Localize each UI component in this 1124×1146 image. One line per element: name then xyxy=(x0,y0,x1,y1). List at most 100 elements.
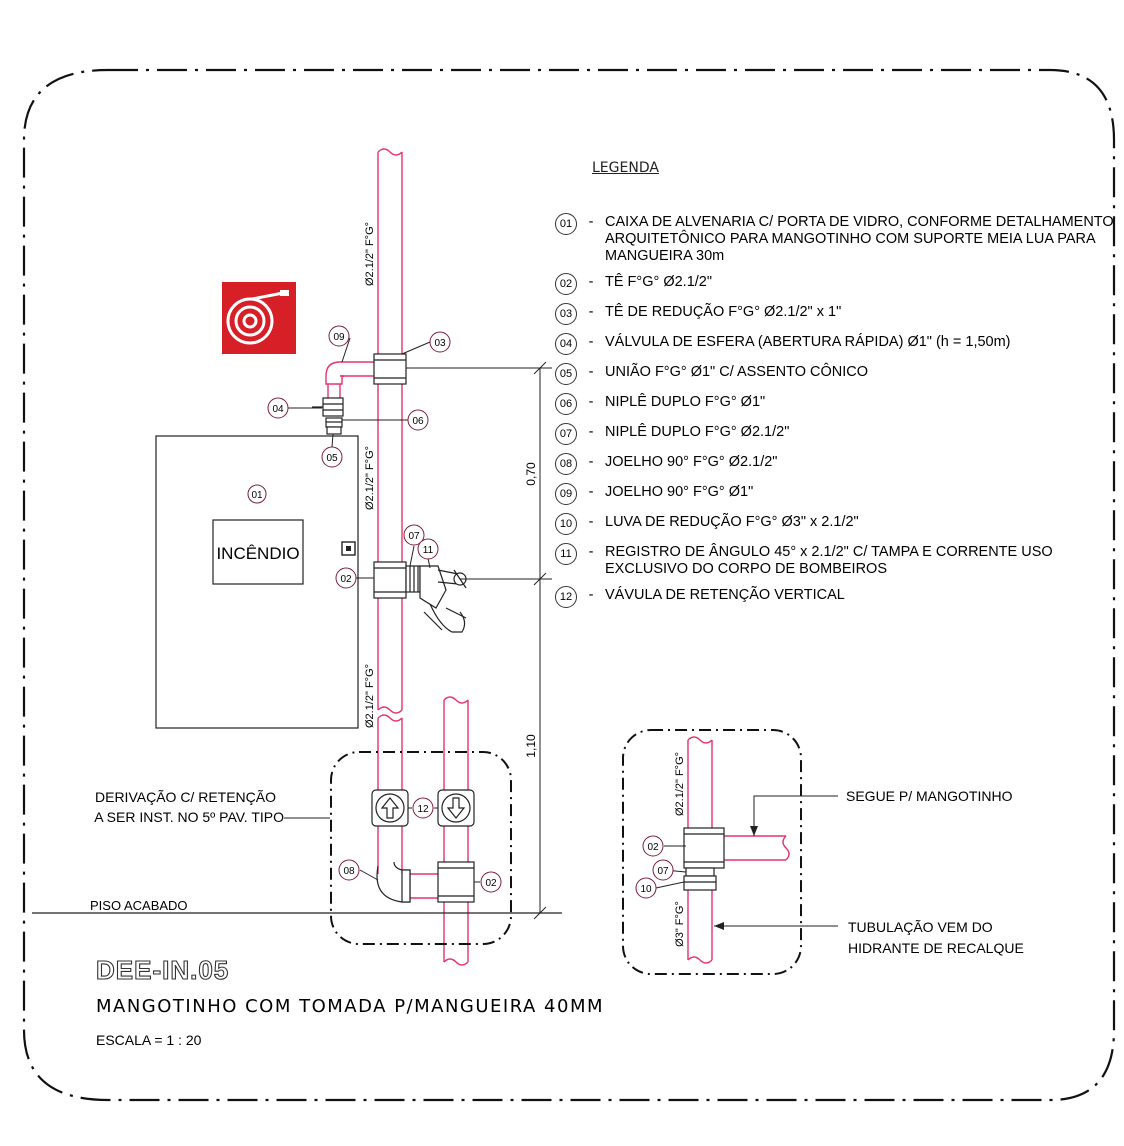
legend-item-text: VÁVULA DE RETENÇÃO VERTICAL xyxy=(605,587,845,603)
legend-item-text: NIPLÊ DUPLO F°G° Ø2.1/2" xyxy=(605,424,790,440)
derivation-detail-box xyxy=(330,751,512,945)
legend-item-number: 08 xyxy=(555,453,577,475)
legend-item-text: JOELHO 90° F°G° Ø2.1/2" xyxy=(605,454,778,470)
tubulacao-line1: TUBULAÇÃO VEM DO xyxy=(848,919,993,935)
tee-03 xyxy=(373,353,407,385)
legend-item-text: VÁLVULA DE ESFERA (ABERTURA RÁPIDA) Ø1" … xyxy=(605,334,1011,350)
legend-dash: - xyxy=(588,214,594,230)
callout-02-bottom: 02 xyxy=(485,878,497,889)
callout-04: 04 xyxy=(272,404,284,415)
legend-item: 08-JOELHO 90° F°G° Ø2.1/2" xyxy=(555,453,1115,475)
floor-label: PISO ACABADO xyxy=(90,898,188,913)
sheet-title: MANGOTINHO COM TOMADA P/MANGUEIRA 40MM xyxy=(96,996,605,1017)
callout-02-right: 02 xyxy=(647,842,659,853)
callout-03: 03 xyxy=(434,338,446,349)
elbow-08 xyxy=(376,861,411,903)
callout-09: 09 xyxy=(333,332,345,343)
legend-item-number: 03 xyxy=(555,303,577,325)
legend-dash: - xyxy=(588,424,594,440)
legend-item-text: CAIXA DE ALVENARIA C/ PORTA DE VIDRO, CO… xyxy=(605,214,1114,264)
legend-item-number: 04 xyxy=(555,333,577,355)
legend-item: 03-TÊ DE REDUÇÃO F°G° Ø2.1/2" x 1" xyxy=(555,303,1115,325)
angle-valve-11 xyxy=(419,565,467,633)
legend-item-number: 01 xyxy=(555,213,577,235)
legend-list: 01-CAIXA DE ALVENARIA C/ PORTA DE VIDRO,… xyxy=(555,213,1115,617)
legend-item: 09-JOELHO 90° F°G° Ø1" xyxy=(555,483,1115,505)
sheet-border xyxy=(22,68,1116,1102)
legend-item: 12-VÁVULA DE RETENÇÃO VERTICAL xyxy=(555,586,1115,608)
derivacao-line2: A SER INST. NO 5º PAV. TIPO xyxy=(94,809,284,825)
legend-item: 10-LUVA DE REDUÇÃO F°G° Ø3" x 2.1/2" xyxy=(555,513,1115,535)
legend-item-text: JOELHO 90° F°G° Ø1" xyxy=(605,484,754,500)
legend-title: LEGENDA xyxy=(592,160,659,176)
legend-item-number: 02 xyxy=(555,273,577,295)
legend-item-number: 05 xyxy=(555,363,577,385)
legend-item-number: 12 xyxy=(555,586,577,608)
legend-item-text: UNIÃO F°G° Ø1" C/ ASSENTO CÔNICO xyxy=(605,364,869,380)
legend-dash: - xyxy=(588,484,594,500)
derivacao-line1: DERIVAÇÃO C/ RETENÇÃO xyxy=(95,789,276,805)
right-detail-fittings xyxy=(683,827,725,891)
main-riser-pipe xyxy=(327,148,469,966)
legend-dash: - xyxy=(588,274,594,290)
legend-dash: - xyxy=(588,454,594,470)
tubulacao-line2: HIDRANTE DE RECALQUE xyxy=(848,940,1024,956)
tee-02 xyxy=(373,561,421,599)
legend-item-number: 10 xyxy=(555,513,577,535)
callout-12: 12 xyxy=(417,804,429,815)
callout-leaders xyxy=(284,337,838,927)
pipe-label-main-mid: Ø2.1/2" F°G° xyxy=(364,446,376,510)
cabinet-latch xyxy=(341,541,356,556)
incendio-panel xyxy=(212,519,304,585)
pipe-label-main-low: Ø2.1/2" F°G° xyxy=(364,664,376,728)
callout-10: 10 xyxy=(640,884,652,895)
callout-02: 02 xyxy=(340,574,352,585)
callout-08: 08 xyxy=(343,866,355,877)
incendio-label: INCÊNDIO xyxy=(216,544,299,563)
legend-item-text: TÊ DE REDUÇÃO F°G° Ø2.1/2" x 1" xyxy=(605,304,842,320)
callout-01: 01 xyxy=(251,490,263,501)
legend-item: 04-VÁLVULA DE ESFERA (ABERTURA RÁPIDA) Ø… xyxy=(555,333,1115,355)
legend-item: 07-NIPLÊ DUPLO F°G° Ø2.1/2" xyxy=(555,423,1115,445)
tee-02-bottom xyxy=(437,861,475,903)
hose-reel-sign-icon xyxy=(222,282,296,354)
callout-11: 11 xyxy=(423,545,434,556)
legend-item: 11-REGISTRO DE ÂNGULO 45° x 2.1/2" C/ TA… xyxy=(555,543,1115,578)
legend-item-text: NIPLÊ DUPLO F°G° Ø1" xyxy=(605,394,766,410)
legend-dash: - xyxy=(588,587,594,603)
legend-item-text: LUVA DE REDUÇÃO F°G° Ø3" x 2.1/2" xyxy=(605,514,859,530)
legend-dash: - xyxy=(588,364,594,380)
callout-07-right: 07 xyxy=(657,866,669,877)
sheet-code: DEE-IN.05 xyxy=(95,954,230,985)
pipe-label-right-upper: Ø2.1/2" F°G° xyxy=(674,752,686,816)
pipe-label-right-lower: Ø3" F°G° xyxy=(674,901,686,947)
right-detail-box xyxy=(622,729,802,975)
legend-item: 02-TÊ F°G° Ø2.1/2" xyxy=(555,273,1115,295)
legend-item-text: REGISTRO DE ÂNGULO 45° x 2.1/2" C/ TAMPA… xyxy=(605,544,1053,577)
legend-dash: - xyxy=(588,514,594,530)
legend-item-number: 06 xyxy=(555,393,577,415)
sheet-scale: ESCALA = 1 : 20 xyxy=(96,1032,202,1048)
legend-item: 05-UNIÃO F°G° Ø1" C/ ASSENTO CÔNICO xyxy=(555,363,1115,385)
valve-icon xyxy=(312,397,344,435)
legend-dash: - xyxy=(588,394,594,410)
dimension-lower: 1,10 xyxy=(524,734,538,758)
callout-06: 06 xyxy=(412,416,424,427)
legend-item: 01-CAIXA DE ALVENARIA C/ PORTA DE VIDRO,… xyxy=(555,213,1115,265)
callout-05: 05 xyxy=(326,453,338,464)
dimension-upper: 0,70 xyxy=(524,462,538,486)
cabinet-box xyxy=(155,435,359,729)
legend-item-number: 09 xyxy=(555,483,577,505)
pipe-label-main-top: Ø2.1/2" F°G° xyxy=(364,222,376,286)
legend-item: 06-NIPLÊ DUPLO F°G° Ø1" xyxy=(555,393,1115,415)
elbow-09 xyxy=(325,361,345,385)
legend-item-number: 11 xyxy=(555,543,577,565)
check-valve-icon xyxy=(371,789,475,827)
legend-dash: - xyxy=(588,304,594,320)
legend-dash: - xyxy=(588,544,594,560)
segue-label: SEGUE P/ MANGOTINHO xyxy=(846,788,1013,804)
dimension-lines xyxy=(406,361,552,920)
callout-markers xyxy=(247,325,674,899)
callout-07: 07 xyxy=(408,531,420,542)
